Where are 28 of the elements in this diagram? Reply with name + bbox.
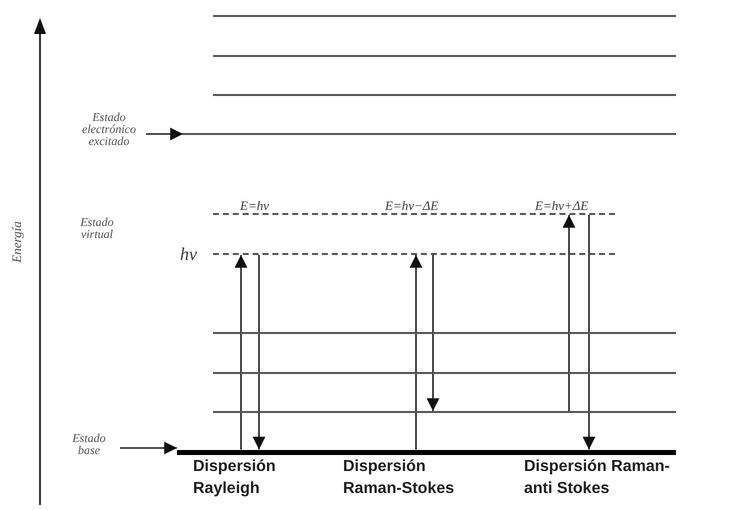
energy-equation: E=hν xyxy=(240,198,269,214)
energy-level-line xyxy=(213,94,676,96)
energy-level-line xyxy=(213,332,676,334)
state-label: Estado electrónico excitado xyxy=(76,111,142,147)
photon-energy-label: hν xyxy=(180,244,197,265)
transition-arrow xyxy=(426,255,440,411)
energy-equation: E=hν−ΔE xyxy=(385,198,438,214)
scattering-caption: Dispersión Raman-Stokes xyxy=(343,457,456,499)
scattering-caption: Dispersión Rayleigh xyxy=(193,457,277,499)
axis-label: Energía xyxy=(11,220,23,265)
scattering-caption: Dispersión Raman- anti Stokes xyxy=(524,457,671,499)
transition-arrow xyxy=(234,255,248,450)
state-label: Estado virtual xyxy=(79,216,115,240)
state-label: Estado base xyxy=(62,432,116,456)
transition-arrow xyxy=(252,255,266,450)
transition-arrow xyxy=(582,215,596,450)
transition-arrow xyxy=(562,215,576,411)
energy-level-line xyxy=(213,372,676,374)
transition-arrow xyxy=(410,255,422,450)
energy-level-line xyxy=(213,55,676,57)
energy-level-line xyxy=(183,133,676,135)
pointer-arrow xyxy=(120,442,177,454)
energy-level-line xyxy=(213,411,676,413)
virtual-level-line xyxy=(213,253,615,255)
virtual-level-line xyxy=(213,213,615,215)
energy-equation: E=hν+ΔE xyxy=(535,198,588,214)
pointer-arrow xyxy=(146,128,183,140)
energy-level-line xyxy=(213,15,676,17)
